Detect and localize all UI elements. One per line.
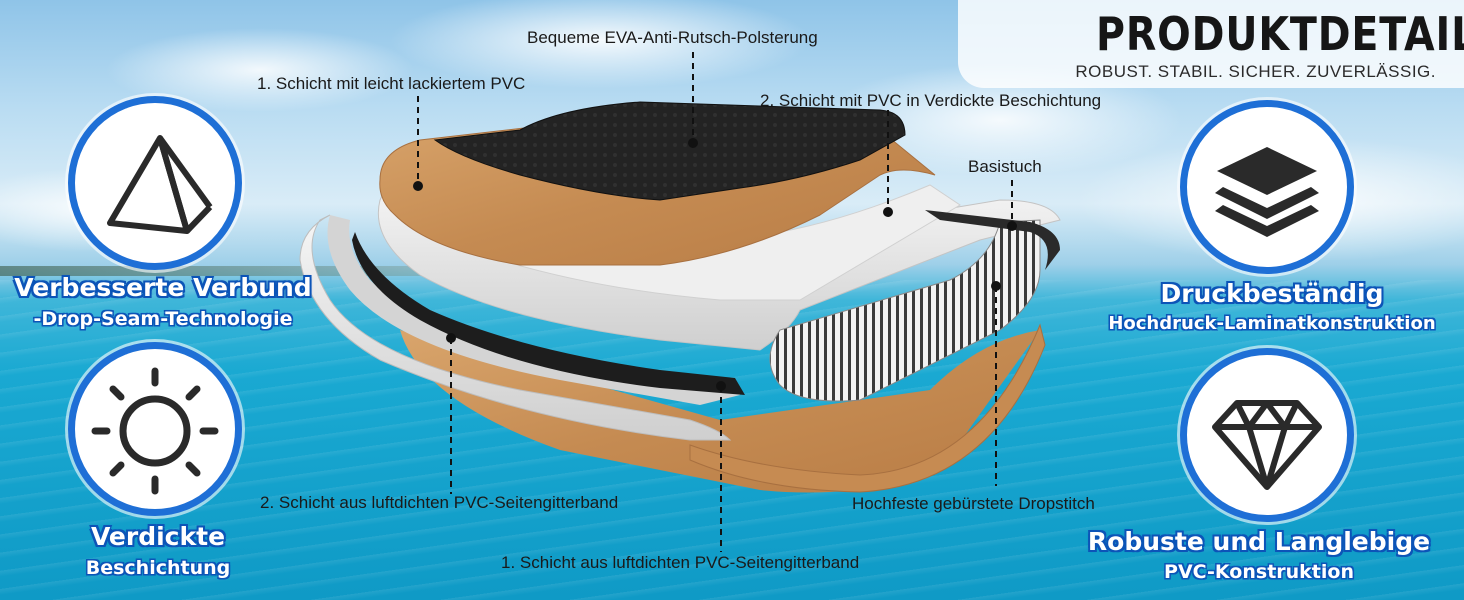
layers-icon xyxy=(1215,147,1319,237)
feature-subtitle-drop-seam: -Drop-Seam-Technologie xyxy=(33,308,293,330)
dot-rail1 xyxy=(716,381,726,391)
callout-layer2-pvc: 2. Schicht mit PVC in Verdickte Beschich… xyxy=(760,91,1102,110)
callout-rail2: 2. Schicht aus luftdichten PVC-Seitengit… xyxy=(260,493,619,512)
eva-pad xyxy=(433,101,906,201)
page-tagline: ROBUST. STABIL. SICHER. ZUVERLÄSSIG. xyxy=(1075,62,1436,81)
pyramid-icon xyxy=(107,135,213,234)
feature-circle-drop-seam xyxy=(68,96,242,270)
callout-dropstitch: Hochfeste gebürstete Dropstitch xyxy=(852,494,1095,513)
dot-layer1 xyxy=(413,181,423,191)
callout-rail1: 1. Schicht aus luftdichten PVC-Seitengit… xyxy=(501,553,860,572)
callout-eva-pad: Bequeme EVA-Anti-Rutsch-Polsterung xyxy=(527,28,818,47)
outer-rail-layer xyxy=(299,214,732,441)
lower-wood-tail xyxy=(689,323,1046,493)
base-cloth xyxy=(925,210,1060,270)
feature-subtitle-coating: Beschichtung xyxy=(85,557,231,579)
sun-icon xyxy=(91,367,219,495)
header-panel xyxy=(958,0,1464,88)
feature-title-coating: Verdickte xyxy=(90,522,226,551)
dot-base xyxy=(1007,221,1017,231)
black-rail-band xyxy=(352,232,745,395)
callout-base-cloth: Basistuch xyxy=(968,157,1042,176)
feature-title-drop-seam: Verbesserte Verbund xyxy=(14,273,312,302)
bottom-wood-layer xyxy=(400,330,1040,493)
feature-subtitle-durable: PVC-Konstruktion xyxy=(1164,561,1354,583)
feature-circle-durable xyxy=(1180,348,1354,522)
page-title: PRODUKTDETAILS xyxy=(1096,7,1464,61)
dot-layer2 xyxy=(883,207,893,217)
feature-title-durable: Robuste und Langlebige xyxy=(1087,527,1431,556)
dot-dropstitch xyxy=(991,281,1001,291)
feature-circle-coating xyxy=(68,342,242,516)
callout-layer1-pvc: 1. Schicht mit leicht lackiertem PVC xyxy=(257,74,526,93)
dot-rail2 xyxy=(446,333,456,343)
dropstitch-core xyxy=(769,219,1041,402)
feature-title-pressure: Druckbeständig xyxy=(1160,279,1384,308)
diamond-icon xyxy=(1212,400,1322,490)
feature-circle-pressure xyxy=(1180,100,1354,274)
feature-subtitle-pressure: Hochdruck-Laminatkonstruktion xyxy=(1108,313,1436,334)
dot-eva xyxy=(688,138,698,148)
